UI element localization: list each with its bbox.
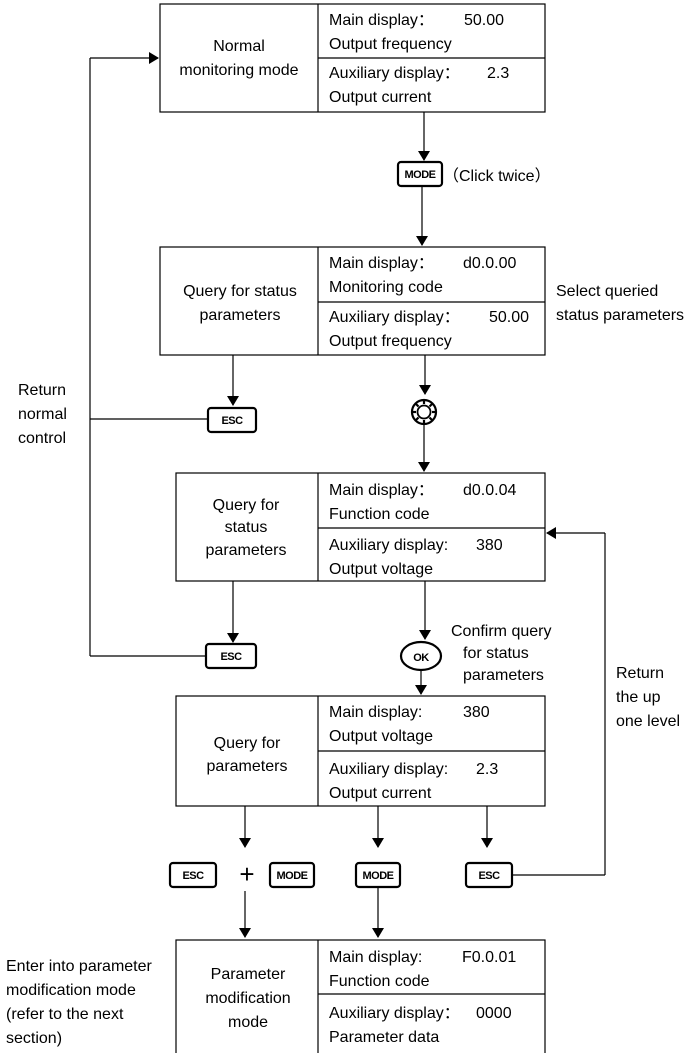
mode-key-label: MODE (277, 870, 308, 882)
main-display-value: F0.0.01 (462, 949, 516, 966)
esc-key[interactable]: ESC (464, 861, 514, 889)
enter-param-label: section) (6, 1030, 62, 1047)
plus-sign: + (239, 859, 254, 889)
block-title-line: modification (205, 990, 290, 1007)
rotary-knob-icon[interactable] (410, 398, 438, 426)
enter-param-label: (refer to the next (6, 1006, 124, 1023)
block-query-status-1: Query for status parameters Main display… (159, 246, 546, 356)
main-display-value: 380 (463, 704, 490, 721)
mode-key[interactable]: MODE (268, 861, 316, 889)
aux-display-label: Auxiliary display: (329, 761, 448, 778)
select-queried-label: status parameters (556, 307, 684, 324)
esc-key-label: ESC (220, 651, 242, 663)
aux-display-value: 380 (476, 537, 503, 554)
block-title-line: parameters (200, 307, 281, 324)
block-parameter-modification: Parameter modification mode Main display… (175, 939, 546, 1053)
aux-display-value: 2.3 (487, 65, 509, 82)
main-display-label: Main display： (329, 12, 434, 29)
aux-display-desc: Parameter data (329, 1029, 439, 1046)
aux-display-value: 2.3 (476, 761, 498, 778)
block-title-line: Parameter (211, 966, 286, 983)
block-title-line: Query for status (183, 283, 297, 300)
aux-display-desc: Output current (329, 785, 432, 802)
esc-key[interactable]: ESC (168, 861, 218, 889)
esc-key-label: ESC (221, 415, 243, 427)
block-title-line: Query for (213, 497, 280, 514)
click-twice-label: （Click twice） (443, 167, 551, 185)
main-display-value: d0.0.00 (463, 255, 516, 272)
esc-key-label: ESC (182, 870, 204, 882)
aux-display-label: Auxiliary display: (329, 537, 448, 554)
main-display-label: Main display: (329, 949, 422, 966)
return-up-label: one level (616, 713, 680, 730)
ok-key[interactable]: OK (399, 640, 443, 672)
mode-key-label: MODE (363, 870, 394, 882)
main-display-desc: Output voltage (329, 728, 433, 745)
esc-key-label: ESC (478, 870, 500, 882)
enter-param-label: modification mode (6, 982, 136, 999)
return-normal-label: Return (18, 382, 66, 399)
main-display-value: d0.0.04 (463, 482, 516, 499)
mode-key[interactable]: MODE (354, 861, 402, 889)
block-title-line: parameters (206, 542, 287, 559)
block-title-line: Query for (214, 735, 281, 752)
aux-display-label: Auxiliary display： (329, 309, 460, 326)
esc-key[interactable]: ESC (204, 642, 258, 670)
confirm-query-label: for status (463, 645, 529, 662)
confirm-query-label: parameters (463, 667, 544, 684)
block-title-line: mode (228, 1014, 268, 1031)
block-title-line: monitoring mode (179, 62, 298, 79)
aux-display-desc: Output voltage (329, 561, 433, 578)
aux-display-value: 50.00 (489, 309, 529, 326)
block-query-status-2: Query for status parameters Main display… (175, 472, 546, 582)
block-title-line: parameters (207, 758, 288, 775)
select-queried-label: Select queried (556, 283, 658, 300)
aux-display-label: Auxiliary display： (329, 65, 460, 82)
aux-display-desc: Output frequency (329, 333, 452, 350)
return-normal-label: normal (18, 406, 67, 423)
main-display-label: Main display: (329, 704, 422, 721)
main-display-label: Main display： (329, 255, 434, 272)
esc-key[interactable]: ESC (206, 406, 258, 434)
block-normal-monitoring: Normal monitoring mode Main display： 50.… (159, 3, 546, 113)
return-normal-label: control (18, 430, 66, 447)
block-title-line: Normal (213, 38, 265, 55)
aux-display-desc: Output current (329, 89, 432, 106)
aux-display-label: Auxiliary display： (329, 1005, 460, 1022)
main-display-label: Main display： (329, 482, 434, 499)
aux-display-value: 0000 (476, 1005, 512, 1022)
main-display-desc: Function code (329, 506, 430, 523)
mode-key[interactable]: MODE (396, 160, 444, 188)
block-title-line: status (225, 519, 268, 536)
enter-param-label: Enter into parameter (6, 958, 153, 975)
block-query-parameters: Query for parameters Main display: 380 O… (175, 695, 546, 807)
ok-key-label: OK (413, 652, 429, 664)
main-display-desc: Output frequency (329, 36, 452, 53)
return-up-label: the up (616, 689, 661, 706)
main-display-value: 50.00 (464, 12, 504, 29)
confirm-query-label: Confirm query (451, 623, 551, 640)
main-display-desc: Function code (329, 973, 430, 990)
main-display-desc: Monitoring code (329, 279, 443, 296)
mode-key-label: MODE (405, 169, 436, 181)
return-up-label: Return (616, 665, 664, 682)
